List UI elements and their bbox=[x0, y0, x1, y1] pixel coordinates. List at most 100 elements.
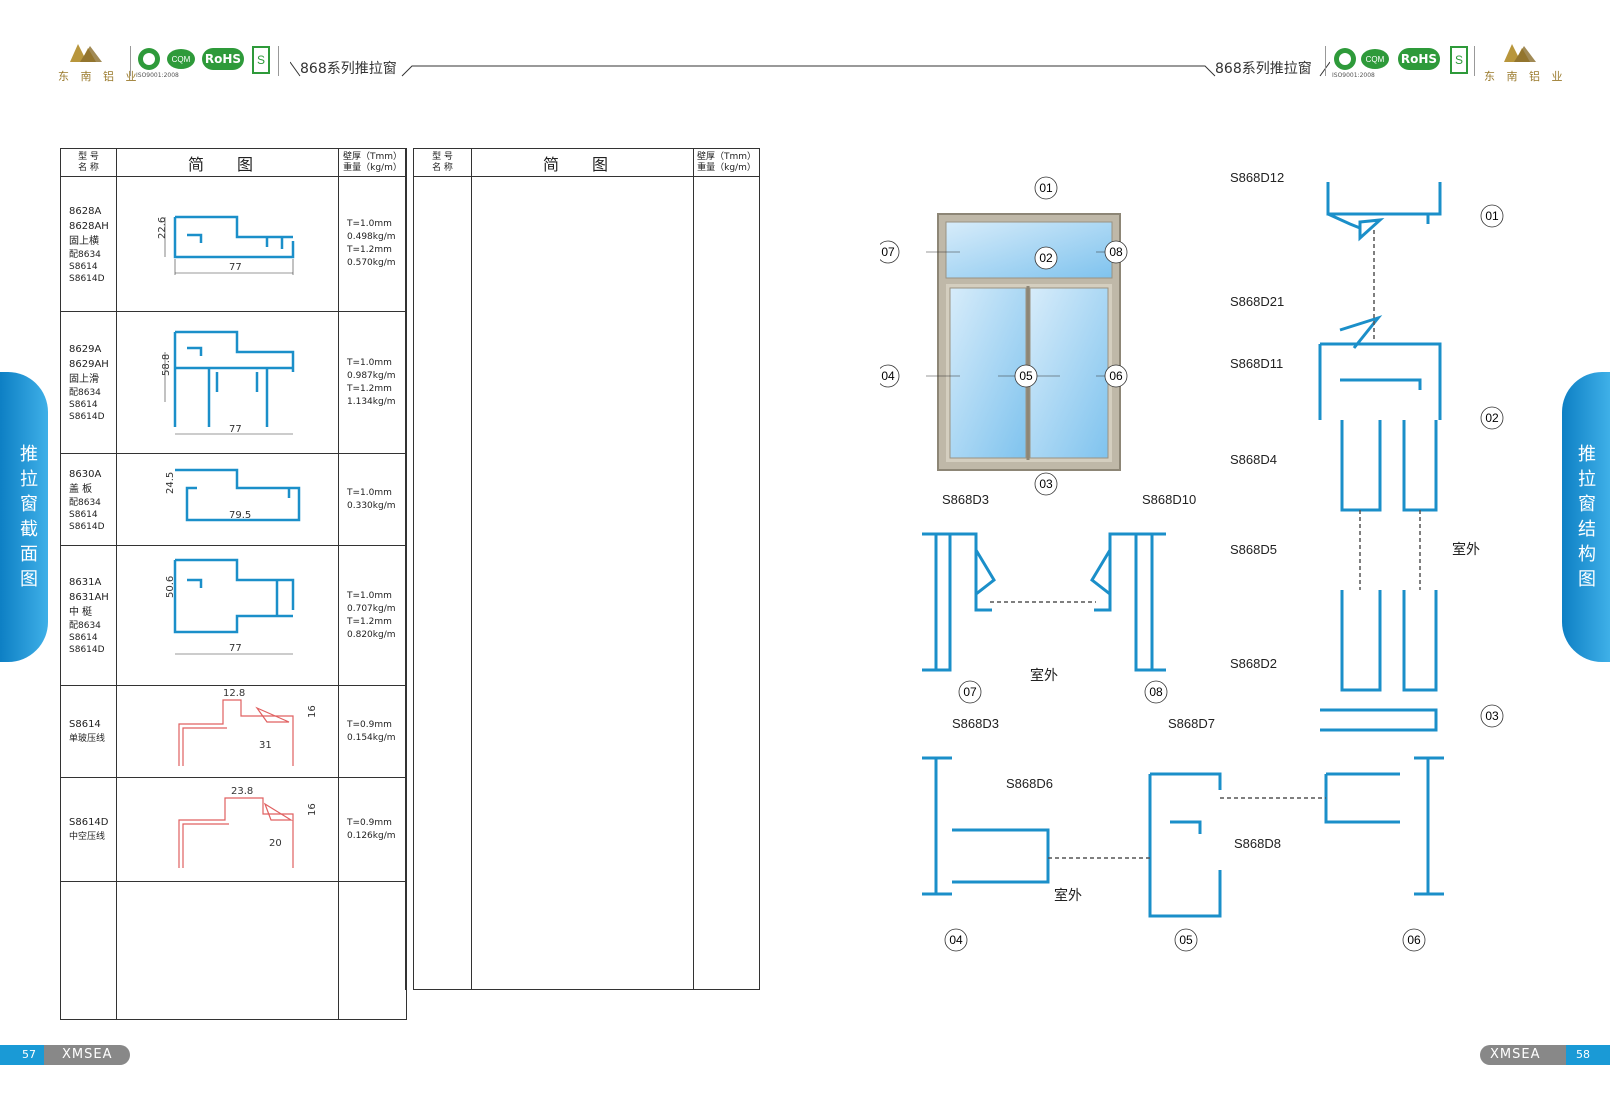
dim-label: 16 bbox=[307, 803, 318, 816]
spec-line: T=1.2mm bbox=[347, 616, 392, 627]
dim-label: 24.5 bbox=[165, 472, 176, 494]
brand-name-left: 东 南 铝 业 bbox=[58, 70, 141, 83]
spec-line: T=1.0mm bbox=[347, 590, 392, 601]
label-s868d7: S868D7 bbox=[1168, 716, 1215, 731]
rohs-label-right: RoHS bbox=[1400, 52, 1438, 66]
footer-right: XMSEA 58 bbox=[1480, 1045, 1610, 1065]
iso-cert-icon-right bbox=[1334, 48, 1356, 70]
col-diagram-header: 简 图 bbox=[471, 148, 694, 177]
row-spec-cell: T=1.0mm 0.987kg/m T=1.2mm 1.134kg/m bbox=[338, 311, 407, 454]
dim-label: 50.6 bbox=[165, 576, 176, 598]
dim-label: 77 bbox=[229, 262, 242, 273]
marker-07: 07 bbox=[963, 685, 977, 699]
row-name-cell: 8631A 8631AH 中 梃 配8634 S8614 S8614D bbox=[60, 545, 117, 686]
name-line: 中空压线 bbox=[69, 831, 106, 842]
spec-line: T=1.2mm bbox=[347, 245, 392, 255]
company-logo-icon bbox=[70, 44, 102, 62]
window-elevation bbox=[937, 213, 1121, 471]
label-s868d21: S868D21 bbox=[1230, 294, 1284, 309]
col-spec-header: 壁厚（Tmm）重量（kg/m） bbox=[338, 148, 407, 177]
col-model-bottom: 名 称 bbox=[78, 162, 99, 173]
name-line: S8614 bbox=[69, 633, 98, 643]
profile-8628-drawing: 22.6 77 bbox=[157, 215, 295, 275]
quality-cert-icon: S bbox=[252, 46, 270, 74]
dim-label: 77 bbox=[229, 643, 242, 654]
name-line: 8631AH bbox=[69, 592, 109, 603]
vertical-section bbox=[1318, 182, 1442, 732]
marker-04: 04 bbox=[881, 369, 895, 383]
dim-label: 20 bbox=[269, 838, 282, 849]
spec-line: 0.126kg/m bbox=[347, 830, 396, 841]
table-header-row: 型 号名 称 简 图 壁厚（Tmm）重量（kg/m） bbox=[60, 148, 407, 177]
name-line: 8628AH bbox=[69, 220, 109, 232]
dim-label: 12.8 bbox=[223, 688, 245, 699]
dim-label: 77 bbox=[229, 424, 242, 435]
col-model-top: 型 号 bbox=[432, 151, 453, 162]
name-line: 8628A bbox=[69, 205, 102, 217]
name-line: S8614 bbox=[69, 261, 98, 272]
row-spec-cell: T=1.0mm 0.498kg/m T=1.2mm 0.570kg/m bbox=[338, 176, 407, 312]
table-row: 8628A 8628AH 固上横 配8634 S8614 S8614D 22.6 bbox=[60, 176, 407, 312]
table-row-empty bbox=[413, 176, 760, 990]
header-divider-2 bbox=[278, 46, 279, 76]
name-line: 固上滑 bbox=[69, 374, 99, 385]
name-line: 8629AH bbox=[69, 359, 109, 370]
company-logo-icon-right bbox=[1504, 44, 1536, 62]
marker-06: 06 bbox=[1109, 369, 1123, 383]
spec-line: T=1.0mm bbox=[347, 357, 392, 368]
name-line: S8614 bbox=[69, 718, 101, 730]
iso-caption-left: ISO9001:2008 bbox=[136, 72, 179, 79]
table-row: 8629A 8629AH 固上滑 配8634 S8614 S8614D bbox=[60, 311, 407, 454]
spec-line: 0.570kg/m bbox=[347, 258, 396, 268]
marker-01: 01 bbox=[1485, 209, 1499, 223]
dim-label: 31 bbox=[259, 740, 272, 751]
profile-diagram-cell: 50.6 77 bbox=[116, 545, 339, 686]
profile-8631-drawing: 50.6 77 bbox=[165, 558, 295, 655]
spec-line: T=0.9mm bbox=[347, 719, 392, 730]
table-header-row: 型 号名 称 简 图 壁厚（Tmm）重量（kg/m） bbox=[413, 148, 760, 177]
profile-8629-drawing: 58.8 77 bbox=[161, 330, 295, 435]
label-s868d12: S868D12 bbox=[1230, 170, 1284, 185]
table-row: S8614 单玻压线 12.8 16 31 T=0.9mm 0.154kg/m bbox=[60, 685, 407, 778]
marker-08: 08 bbox=[1109, 245, 1123, 259]
marker-04: 04 bbox=[949, 933, 963, 947]
side-tab-left: 推拉窗截面图 bbox=[0, 372, 48, 662]
page-number-box-left bbox=[0, 1045, 44, 1065]
page-number-left: 57 bbox=[22, 1048, 36, 1061]
label-s868d11: S868D11 bbox=[1230, 356, 1283, 371]
marker-02: 02 bbox=[1039, 251, 1053, 265]
spec-line: 0.154kg/m bbox=[347, 732, 396, 743]
name-line: S8614 bbox=[69, 509, 98, 520]
col-diagram-header: 简 图 bbox=[116, 148, 339, 177]
name-line: S8614D bbox=[69, 273, 105, 284]
col-spec-bottom: 重量（kg/m） bbox=[343, 162, 402, 173]
cqc-cert-icon: CQM bbox=[167, 49, 195, 69]
header-divider-4 bbox=[1474, 46, 1475, 76]
spec-line: 0.330kg/m bbox=[347, 500, 396, 511]
name-line: S8614 bbox=[69, 400, 98, 410]
row-spec-cell: T=0.9mm 0.154kg/m bbox=[338, 685, 407, 778]
empty-cell bbox=[693, 176, 760, 990]
profile-diagram-cell: 22.6 77 bbox=[116, 176, 339, 312]
rohs-label: RoHS bbox=[204, 52, 242, 66]
label-outside-3: 室外 bbox=[1054, 887, 1082, 903]
name-line: S8614D bbox=[69, 412, 105, 422]
spec-line: 0.498kg/m bbox=[347, 232, 396, 242]
name-line: 配8634 bbox=[69, 621, 101, 631]
name-line: 固上横 bbox=[69, 235, 99, 247]
iso-caption-right: ISO9001:2008 bbox=[1332, 72, 1375, 79]
col-spec-bottom: 重量（kg/m） bbox=[697, 162, 756, 173]
row-spec-cell: T=1.0mm 0.330kg/m bbox=[338, 453, 407, 546]
row-spec-cell: T=1.0mm 0.707kg/m T=1.2mm 0.820kg/m bbox=[338, 545, 407, 686]
label-s868d6: S868D6 bbox=[1006, 776, 1053, 791]
spec-line: 0.987kg/m bbox=[347, 370, 396, 381]
cqc-cert-icon-right: CQM bbox=[1361, 49, 1389, 69]
side-tab-right-text: 推拉窗结构图 bbox=[1578, 444, 1596, 590]
row-name-cell: 8628A 8628AH 固上横 配8634 S8614 S8614D bbox=[60, 176, 117, 312]
header-divider-3 bbox=[1325, 46, 1326, 76]
row-name-cell: 8629A 8629AH 固上滑 配8634 S8614 S8614D bbox=[60, 311, 117, 454]
dim-label: 79.5 bbox=[229, 510, 251, 521]
iso-cert-icon bbox=[138, 48, 160, 70]
empty-cell bbox=[116, 881, 339, 1020]
svg-text:CQM: CQM bbox=[172, 55, 191, 64]
